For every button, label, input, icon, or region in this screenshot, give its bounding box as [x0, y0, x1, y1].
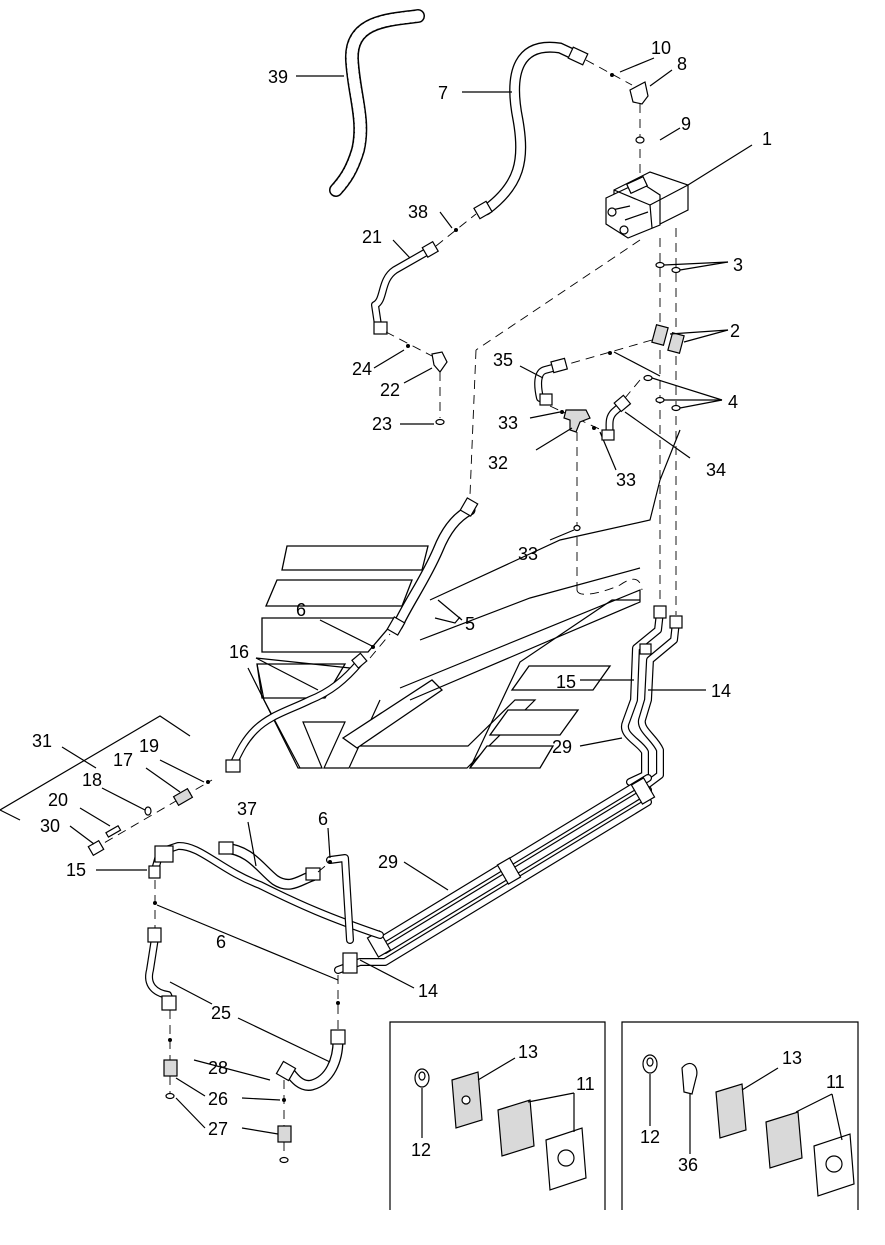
- o-ring-3a: [655, 261, 665, 269]
- callout-1: 1: [762, 129, 772, 149]
- callout-37: 37: [237, 799, 257, 819]
- left-kit-bracket: [0, 715, 191, 821]
- pump-1: [605, 171, 689, 239]
- callout-33-upper: 33: [498, 413, 518, 433]
- o-ring-3b: [671, 266, 681, 274]
- callout-12-left: 12: [411, 1140, 431, 1160]
- tube-25: [145, 927, 177, 1011]
- callout-6-middle: 6: [318, 809, 328, 829]
- callout-labels: 1 2 3 4 5 6 6 6 7 8 9 10 11 11 12 12 13 …: [32, 38, 845, 1175]
- callout-38: 38: [408, 202, 428, 222]
- elbow-fitting-22: [431, 351, 448, 373]
- callout-35: 35: [493, 350, 513, 370]
- clamp-kit-box-left: [389, 1021, 606, 1210]
- callout-30: 30: [40, 816, 60, 836]
- callout-2: 2: [730, 321, 740, 341]
- callout-29-upper: 29: [552, 737, 572, 757]
- o-ring-9: [635, 136, 645, 144]
- hose-7: [473, 41, 589, 220]
- callout-25: 25: [211, 1003, 231, 1023]
- callout-23: 23: [372, 414, 392, 434]
- loader-frame-outline: [247, 429, 681, 769]
- callout-13-right: 13: [782, 1048, 802, 1068]
- callout-4: 4: [728, 392, 738, 412]
- callout-14-lower: 14: [418, 981, 438, 1001]
- tube-bundle-29: [334, 774, 656, 974]
- callout-22: 22: [380, 380, 400, 400]
- callout-3: 3: [733, 255, 743, 275]
- callout-6-upper: 6: [296, 600, 306, 620]
- hose-5: [386, 497, 479, 636]
- callout-18: 18: [82, 770, 102, 790]
- callout-15-lower: 15: [66, 860, 86, 880]
- callout-14-upper: 14: [711, 681, 731, 701]
- callout-32: 32: [488, 453, 508, 473]
- tee-fitting-32: [563, 409, 591, 433]
- callout-6-lower: 6: [216, 932, 226, 952]
- hose-37: [218, 841, 321, 890]
- spiral-hose-guard: [329, 9, 425, 197]
- tubes-14-15-vertical: [620, 605, 683, 794]
- callout-29-lower: 29: [378, 852, 398, 872]
- callout-10: 10: [651, 38, 671, 58]
- callout-7: 7: [438, 83, 448, 103]
- tube-15-left: [148, 842, 384, 939]
- callout-16: 16: [229, 642, 249, 662]
- callout-12-right: 12: [640, 1127, 660, 1147]
- callout-11-left: 11: [576, 1074, 595, 1094]
- fittings-2: [651, 324, 685, 354]
- callout-20: 20: [48, 790, 68, 810]
- callout-17: 17: [113, 750, 133, 770]
- hose-25: [275, 1029, 346, 1091]
- callout-11-right: 11: [826, 1072, 845, 1092]
- callout-9: 9: [681, 114, 691, 134]
- callout-13-left: 13: [518, 1042, 538, 1062]
- callout-19: 19: [139, 736, 159, 756]
- callout-36: 36: [678, 1155, 698, 1175]
- callout-8: 8: [677, 54, 687, 74]
- clamp-kit-box-right: [621, 1021, 859, 1210]
- callout-15-upper: 15: [556, 672, 576, 692]
- elbow-fitting-8: [629, 81, 649, 105]
- callout-27: 27: [208, 1119, 228, 1139]
- adapter-28: [163, 1059, 178, 1077]
- callout-5: 5: [465, 614, 475, 634]
- callout-28: 28: [208, 1058, 228, 1078]
- callout-24: 24: [352, 359, 372, 379]
- callout-26: 26: [208, 1089, 228, 1109]
- callout-33-lower: 33: [518, 544, 538, 564]
- tube-35: [534, 357, 569, 406]
- tube-21: [371, 240, 440, 335]
- left-kit-parts: [87, 779, 213, 857]
- callout-21: 21: [362, 227, 382, 247]
- tube-16: [225, 652, 368, 773]
- callout-31: 31: [32, 731, 52, 751]
- callout-34: 34: [706, 460, 726, 480]
- callout-33-right: 33: [616, 470, 636, 490]
- tube-34: [601, 394, 632, 441]
- callout-39: 39: [268, 67, 288, 87]
- adapter-27: [277, 1125, 292, 1143]
